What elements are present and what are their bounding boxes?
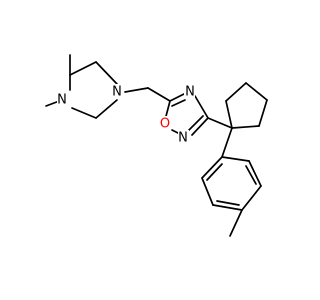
atom-n-methyl-label: N xyxy=(57,93,67,108)
bond-phenyl-5 xyxy=(248,160,262,187)
atom-n-oxadiazole-4-bg xyxy=(184,84,195,99)
atom-o-oxadiazole-1: O xyxy=(159,116,171,132)
bond-phenyl-1 xyxy=(201,156,223,179)
bond-oxadiazole-n2-o1 xyxy=(171,129,179,134)
bond-phenyl-4 xyxy=(241,185,262,211)
bond-linker-1 xyxy=(124,87,149,93)
atom-n-oxadiazole-4: N xyxy=(184,84,195,100)
bond-piperazine-4 xyxy=(71,107,97,119)
bond-piperazine-1 xyxy=(69,61,97,76)
bond-phenyl-3 xyxy=(212,204,243,211)
bond-oxadiazole-c3-n2-double xyxy=(188,115,204,131)
structure-diagram: N N N N O xyxy=(45,54,268,237)
atom-n-linker-bg xyxy=(112,84,123,99)
bond-cyclopentane-3 xyxy=(245,82,268,101)
bond-phenyl-methyl xyxy=(229,209,243,237)
atom-o-oxadiazole-1-bg xyxy=(159,116,171,131)
bond-cyclopentane-2 xyxy=(225,82,247,102)
bond-phenyl-double-1 xyxy=(206,163,223,181)
molecule-canvas: N N N N O xyxy=(45,54,268,237)
bond-phenyl-double-2 xyxy=(216,200,240,206)
bond-linker-2 xyxy=(147,87,171,102)
bond-cyclopentane-4 xyxy=(258,99,268,127)
atom-n-oxadiazole-2-label: N xyxy=(178,131,188,146)
bond-oxadiazole-c5-n4 xyxy=(169,93,185,102)
atom-o-oxadiazole-1-label: O xyxy=(160,117,170,132)
bond-piperazine-3 xyxy=(95,99,118,119)
atom-n-oxadiazole-2-bg xyxy=(178,130,189,145)
atom-n-oxadiazole-2: N xyxy=(178,130,189,146)
atom-n-linker: N xyxy=(112,84,123,100)
bond-oxadiazole-n4-c3 xyxy=(194,95,209,119)
bond-phenyl-6 xyxy=(221,156,250,162)
bond-oxadiazole-c3-n2 xyxy=(191,117,209,136)
bond-phenyl-double-3 xyxy=(245,165,257,185)
atom-n-methyl: N xyxy=(57,92,68,108)
bond-cyclopentane-5 xyxy=(231,125,260,129)
bond-oxadiazole-c5-n4-double xyxy=(171,99,186,107)
bond-cyclopentane-1 xyxy=(225,100,233,129)
atom-n-oxadiazole-4-label: N xyxy=(185,85,195,100)
bond-cyclopentyl-phenyl xyxy=(221,127,233,158)
atom-n-linker-label: N xyxy=(112,85,122,100)
atom-n-methyl-bg xyxy=(57,92,68,107)
bond-piperazine-2 xyxy=(95,61,118,85)
bond-phenyl-2 xyxy=(201,177,214,206)
bond-oxadiazole-cyclopentyl xyxy=(207,117,233,129)
